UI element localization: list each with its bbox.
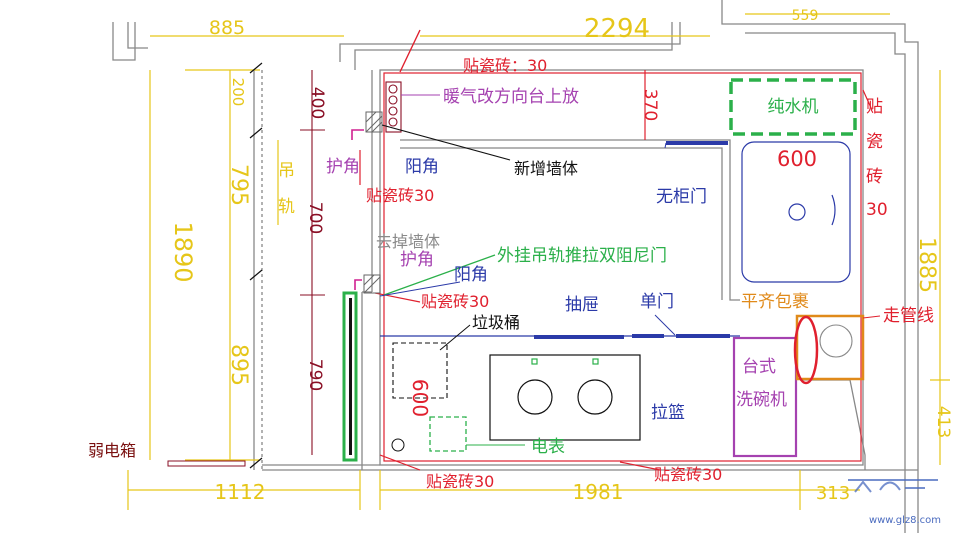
label-tile-30-a: 贴瓷砖30 (366, 186, 434, 205)
dishwasher-box (732, 336, 798, 458)
dim-313: 313 (816, 483, 850, 504)
label-meter: 电表 (531, 437, 565, 457)
label-tile-30-d: 贴瓷砖30 (654, 465, 722, 484)
label-dishwasher: 洗碗机 (736, 390, 787, 410)
label-rail-2: 轨 (278, 197, 295, 217)
trash-bin-box (392, 342, 448, 399)
label-no-cabinet-door: 无柜门 (656, 187, 707, 207)
upper-sink (741, 141, 851, 283)
dim-885: 885 (209, 17, 245, 39)
dim-895: 895 (226, 344, 251, 386)
dim-1890: 1890 (169, 221, 197, 282)
double-sink (489, 354, 641, 441)
label-pipe-route: 走管线 (883, 306, 934, 326)
label-rail-1: 吊 (278, 161, 295, 181)
dim-1112: 1112 (215, 480, 266, 504)
dim-2294: 2294 (584, 14, 650, 44)
tile-lines-red (359, 70, 873, 471)
label-outer-corner-1: 阳角 (405, 157, 439, 177)
dim-1981: 1981 (573, 480, 624, 504)
label-tile-right-4: 30 (866, 200, 888, 220)
label-countertop: 台式 (742, 357, 776, 377)
label-corner-guard-2: 护角 (400, 250, 434, 270)
weak-box-shape (167, 460, 246, 467)
pipe-route-leader (862, 315, 881, 319)
label-tile-right-1: 贴 (866, 97, 883, 117)
dim-200: 200 (229, 78, 247, 107)
walls (112, 0, 919, 533)
label-flush-wrap: 平齐包裹 (741, 292, 809, 312)
outer-corner-leader (379, 281, 461, 297)
sink-width-600: 600 (777, 147, 817, 171)
label-remove-wall: 去掉墙体 (376, 232, 440, 251)
sliding-door-leader (383, 254, 496, 296)
label-weak-box: 弱电箱 (88, 441, 136, 460)
dim-559: 559 (792, 8, 819, 24)
label-tile-30-c: 贴瓷砖30 (426, 472, 494, 491)
label-sliding-door: 外挂吊轨推拉双阻尼门 (497, 246, 667, 266)
dimension-lines-yellow (127, 13, 950, 510)
corner-guards (351, 129, 364, 290)
dim-795: 795 (226, 164, 251, 206)
label-tile-top: 贴瓷砖：30 (463, 56, 547, 75)
trash-bin-leader (439, 324, 471, 351)
water-purifier-box (729, 78, 857, 136)
dim-370: 370 (640, 89, 660, 121)
sliding-rail (342, 291, 358, 462)
dim-ticks (249, 62, 263, 469)
label-single-door: 单门 (640, 292, 674, 312)
trash-600: 600 (408, 379, 432, 417)
label-radiator: 暖气改方向台上放 (443, 87, 579, 107)
radiator (385, 81, 402, 133)
meter-box (429, 416, 467, 452)
label-tile-right-2: 瓷 (866, 132, 883, 152)
dim-1885: 1885 (914, 237, 939, 293)
tile-top-leader (399, 29, 421, 73)
label-outer-corner-2: 阳角 (454, 265, 488, 285)
dim-700: 700 (305, 202, 325, 234)
new-wall-hatch (365, 111, 383, 133)
floor-drain (391, 438, 405, 452)
label-new-wall: 新增墙体 (514, 159, 578, 178)
dim-790: 790 (305, 359, 325, 391)
label-trash-bin: 垃圾桶 (472, 313, 520, 332)
dim-400: 400 (307, 87, 327, 119)
dim-413: 413 (933, 406, 953, 438)
label-pull-basket: 拉篮 (651, 403, 685, 423)
watermark-logo: www.glz8.com (848, 479, 941, 526)
new-wall-leader (381, 124, 511, 161)
drawer-leader (664, 142, 667, 149)
pipe-box (793, 314, 865, 385)
removed-wall-hatch (363, 274, 381, 294)
single-door-leader (654, 314, 676, 336)
label-water-purifier: 纯水机 (768, 97, 819, 117)
label-tile-30-b: 贴瓷砖30 (421, 292, 489, 311)
label-corner-guard-1: 护角 (326, 157, 360, 177)
label-drawer: 抽屉 (565, 295, 599, 315)
watermark-site: www.glz8.com (869, 515, 941, 526)
label-tile-right-3: 砖 (866, 167, 883, 187)
